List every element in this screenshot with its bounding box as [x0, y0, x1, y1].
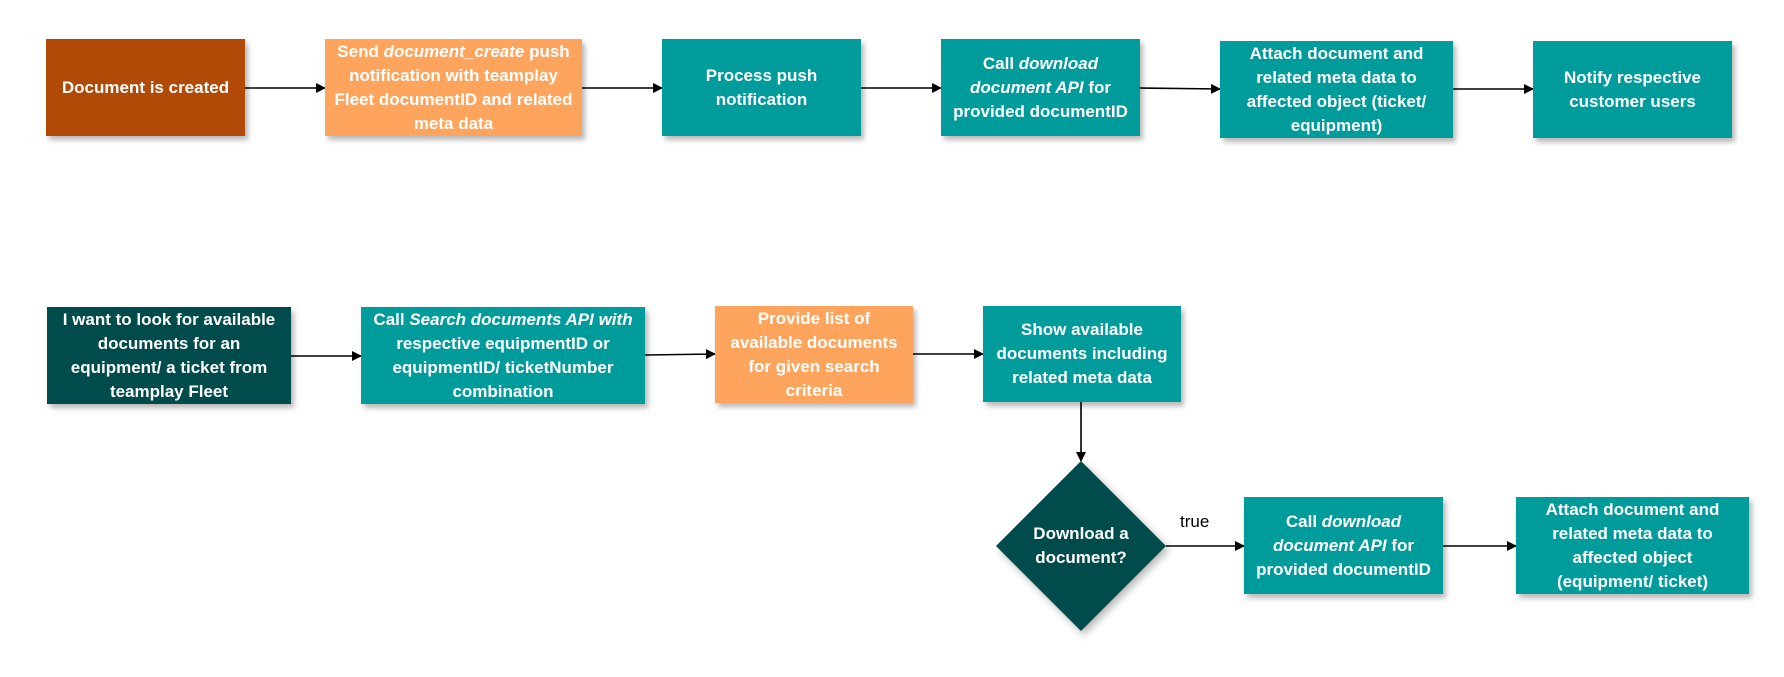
process-push-box[interactable]: Process push notification: [662, 39, 861, 136]
call-search-suffix: respective equipmentID or equipmentID/ t…: [392, 333, 614, 401]
provide-list-box[interactable]: Provide list of available documents for …: [715, 306, 913, 403]
send-notification-italic: document_create: [383, 41, 525, 61]
call-download-italic-2: download document API: [1272, 511, 1402, 555]
call-download-box-1[interactable]: Call download document API for provided …: [941, 39, 1140, 136]
show-available-box[interactable]: Show available documents including relat…: [983, 306, 1181, 402]
send-notification-label: Send document_create push notification w…: [333, 40, 574, 136]
notify-users-label: Notify respective customer users: [1564, 67, 1701, 111]
send-notification-box[interactable]: Send document_create push notification w…: [325, 39, 582, 136]
call-search-italic: Search documents API with: [409, 309, 633, 329]
send-notification-prefix: Send: [337, 41, 384, 61]
call-download-prefix-1: Call: [982, 53, 1019, 73]
document-created-label: Document is created: [61, 77, 230, 97]
attach-document-box-1[interactable]: Attach document and related meta data to…: [1220, 41, 1453, 138]
arrow-call-to-attach: [1139, 83, 1221, 94]
attach-document-label-1: Attach document and related meta data to…: [1246, 43, 1427, 135]
edge-label-true: true: [1180, 512, 1210, 531]
call-download-box-2[interactable]: Call download document API for provided …: [1244, 497, 1443, 594]
call-download-suffix-1: for provided documentID: [953, 77, 1128, 121]
document-created-box[interactable]: Document is created: [46, 39, 245, 136]
call-search-label: Call Search documents API with respectiv…: [369, 308, 637, 404]
attach-document-label-2: Attach document and related meta data to…: [1545, 499, 1720, 591]
attach-document-box-2[interactable]: Attach document and related meta data to…: [1516, 497, 1749, 594]
call-download-suffix-2: for provided documentID: [1256, 535, 1431, 579]
process-push-label: Process push notification: [705, 65, 818, 109]
provide-list-label: Provide list of available documents for …: [730, 308, 898, 400]
call-download-italic-1: download document API: [969, 53, 1099, 97]
arrow-search-to-provide: [644, 349, 716, 360]
decision-label: Download a document?: [1033, 524, 1129, 567]
show-available-label: Show available documents including relat…: [996, 320, 1168, 387]
decision-diamond[interactable]: [996, 461, 1166, 631]
call-download-label-2: Call download document API for provided …: [1252, 510, 1435, 582]
send-notification-suffix: push notification with teamplay Fleet do…: [334, 41, 573, 133]
look-for-documents-label: I want to look for available documents f…: [62, 309, 276, 401]
look-for-documents-box[interactable]: I want to look for available documents f…: [47, 307, 291, 404]
call-download-label-1: Call download document API for provided …: [949, 52, 1132, 124]
call-download-prefix-2: Call: [1285, 511, 1322, 531]
call-search-prefix: Call: [373, 309, 410, 329]
call-search-box[interactable]: Call Search documents API with respectiv…: [361, 307, 645, 404]
notify-users-box[interactable]: Notify respective customer users: [1533, 41, 1732, 138]
